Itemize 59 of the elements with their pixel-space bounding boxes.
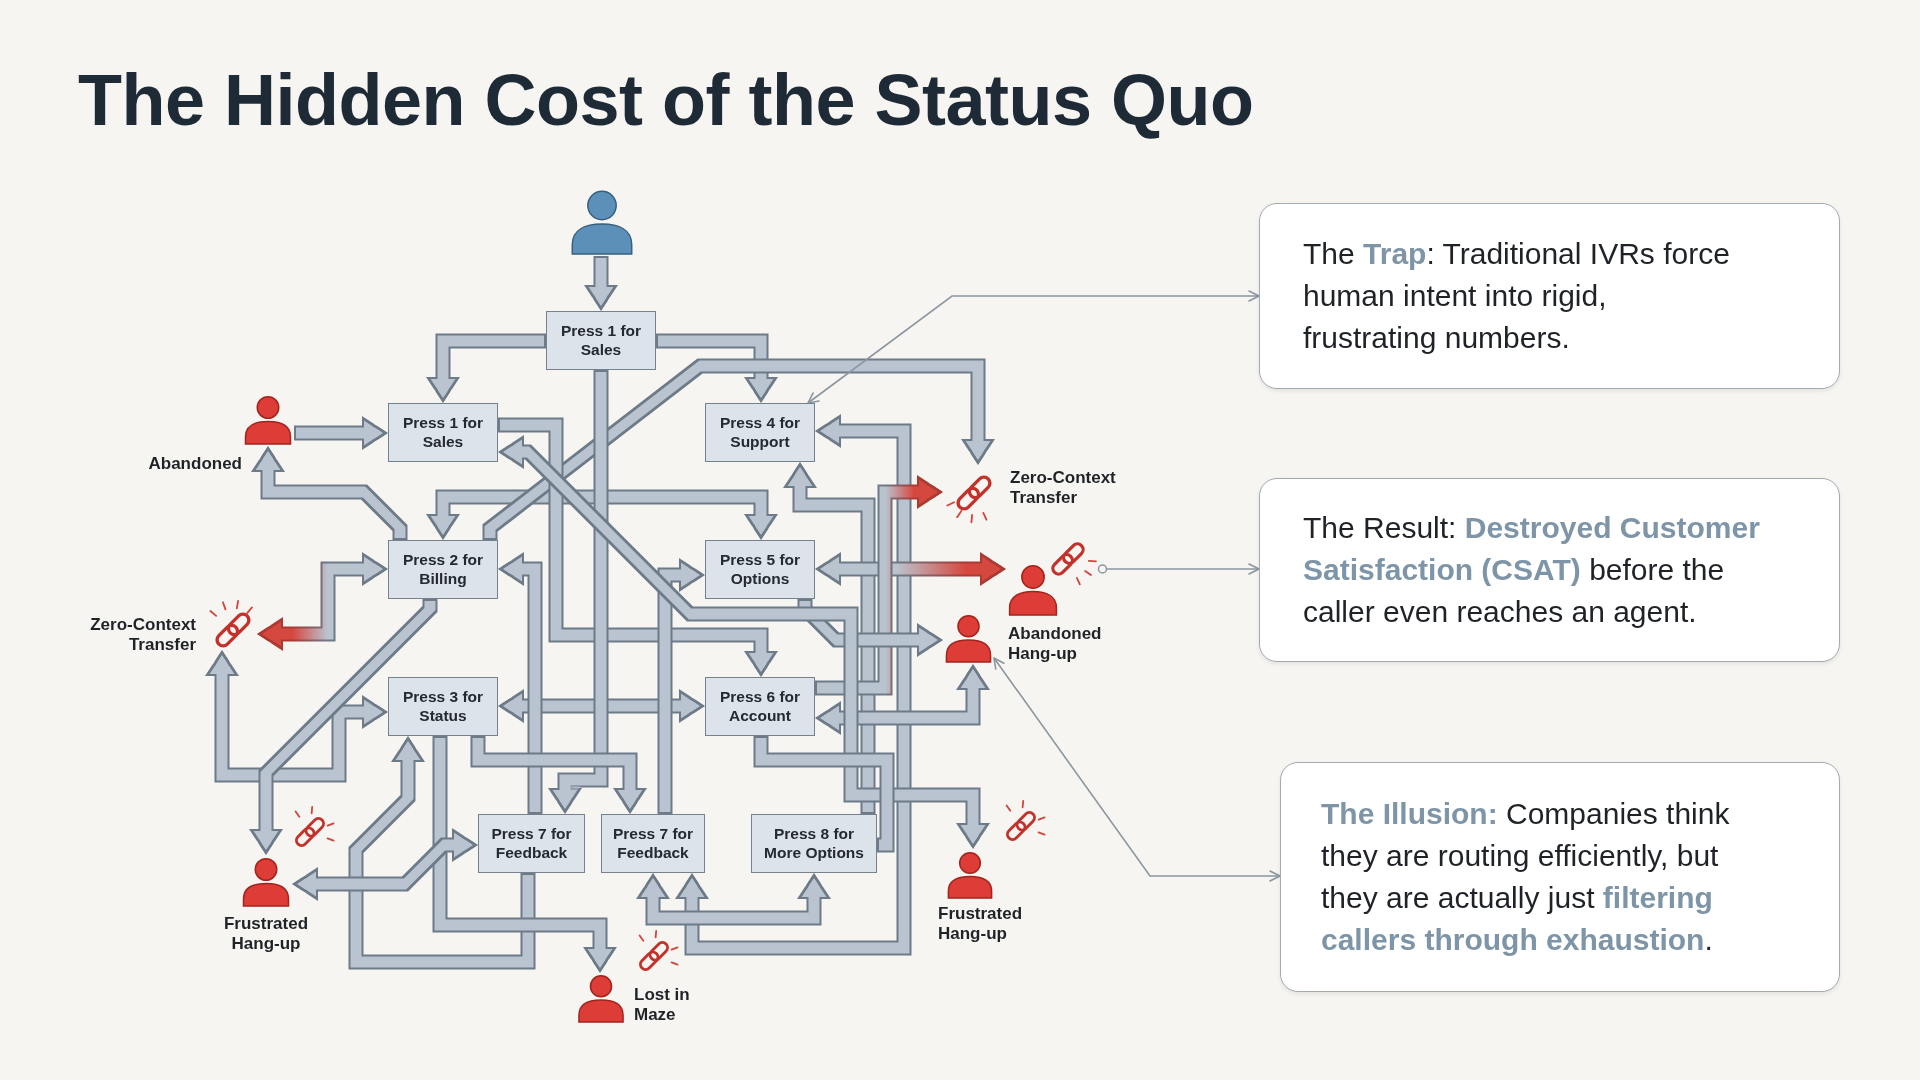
menu-option-box: Press 7 for Feedback xyxy=(601,814,705,873)
menu-option-box: Press 1 for Sales xyxy=(388,403,498,462)
arrow xyxy=(426,333,546,403)
icon-caption: Abandoned xyxy=(147,454,242,475)
arrow xyxy=(432,736,617,973)
arrow xyxy=(815,475,943,696)
arrow xyxy=(426,489,778,540)
menu-option-box: Press 4 for Support xyxy=(705,403,815,462)
icon-caption: Lost in Maze xyxy=(634,985,691,1026)
icon-caption: Zero-Context Transfer xyxy=(89,615,196,656)
leader-line xyxy=(1097,563,1260,575)
leader-line xyxy=(993,657,1281,882)
menu-option-box: Press 8 for More Options xyxy=(751,814,877,873)
arrow xyxy=(482,358,995,540)
callout-text: The Trap: Traditional IVRs force human intent into rigid, frustrating numbers. xyxy=(1303,236,1731,356)
callout-card xyxy=(1259,478,1840,662)
arrow xyxy=(815,552,1006,586)
person-icon xyxy=(575,973,627,1024)
arrow xyxy=(584,256,618,311)
arrow xyxy=(783,462,876,814)
arrow xyxy=(636,873,831,926)
arrow xyxy=(348,736,536,970)
arrow xyxy=(470,736,647,814)
icon-caption: Frustrated Hang-up xyxy=(222,914,310,955)
arrow xyxy=(657,558,705,814)
leader-line xyxy=(807,290,1260,404)
icon-caption: Zero-Context Transfer xyxy=(1010,468,1117,509)
callout-text: The Illusion: Companies think they are routing efficiently, but they are actually just filtering callers through exhaustion. xyxy=(1321,796,1731,958)
person-icon xyxy=(242,394,294,446)
menu-option-box: Press 7 for Feedback xyxy=(478,814,585,873)
arrow xyxy=(498,435,990,849)
arrow xyxy=(548,370,609,814)
arrow xyxy=(498,689,705,723)
menu-option-box: Press 1 for Sales xyxy=(546,311,656,370)
menu-option-box: Press 3 for Status xyxy=(388,677,498,736)
arrow xyxy=(656,333,778,403)
menu-option-box: Press 2 for Billing xyxy=(388,540,498,599)
arrow xyxy=(498,552,543,814)
callout-card xyxy=(1259,203,1840,389)
arrow xyxy=(797,599,943,657)
arrow xyxy=(815,664,990,735)
arrow xyxy=(292,828,478,901)
person-icon xyxy=(943,613,994,664)
menu-option-box: Press 6 for Account xyxy=(705,677,815,736)
arrow xyxy=(249,599,438,855)
person-icon xyxy=(240,855,292,908)
connector-line xyxy=(753,736,895,853)
menu-option-box: Press 5 for Options xyxy=(705,540,815,599)
arrow xyxy=(675,414,912,956)
arrow xyxy=(294,416,388,450)
arrow xyxy=(257,552,388,651)
callout-text: The Result: Destroyed Customer Satisfaction (CSAT) before the caller even reaches an agent. xyxy=(1303,510,1761,630)
icon-caption: Frustrated Hang-up xyxy=(938,904,1024,945)
arrow xyxy=(205,650,388,783)
arrow xyxy=(498,417,778,677)
person-icon xyxy=(945,849,995,900)
callout-card xyxy=(1280,762,1840,992)
arrow xyxy=(251,446,408,540)
icon-caption: Abandoned Hang-up xyxy=(1008,624,1103,665)
